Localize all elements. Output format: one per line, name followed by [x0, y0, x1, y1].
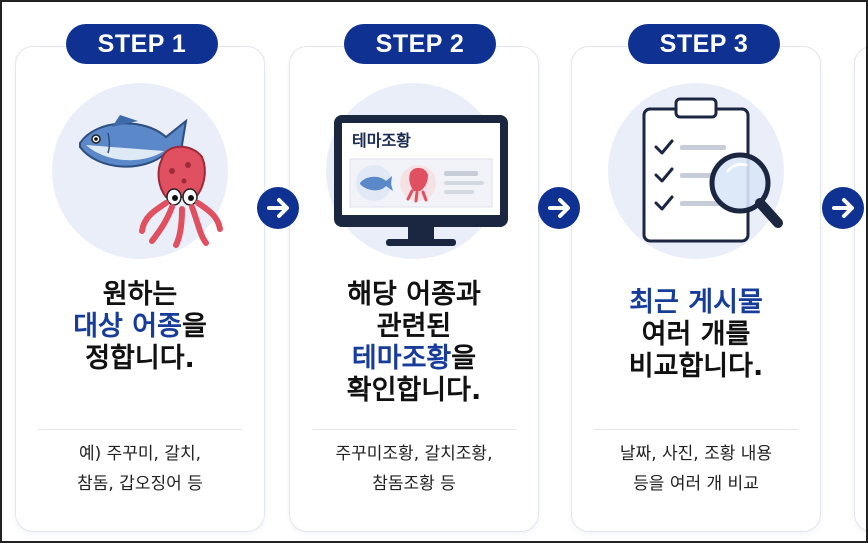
arrow-right-icon: [822, 187, 864, 229]
step-1-divider: [38, 429, 242, 430]
step-3-divider: [594, 429, 798, 430]
step-1-title-line-3: 정합니다.: [85, 343, 195, 374]
step-2-divider: [312, 429, 516, 430]
step-2-description: 주꾸미조황, 갈치조황, 참돔조황 등: [290, 439, 538, 499]
step-2-title-line-4: 확인합니다.: [346, 375, 482, 406]
step-1-description: 예) 주꾸미, 갈치, 참돔, 갑오징어 등: [16, 439, 264, 499]
step-2-desc-line-2: 참돔조황 등: [372, 474, 456, 494]
arrow-right-icon: [538, 187, 580, 229]
step-1-title-line-1: 원하는: [102, 279, 178, 310]
magnifier-icon: [709, 152, 783, 228]
step-2-badge: STEP 2: [344, 24, 496, 64]
step-3-description: 날짜, 사진, 조황 내용 등을 여러 개 비교: [572, 439, 820, 499]
step-4-card-partial: [854, 46, 866, 532]
step-2-desc-line-1: 주꾸미조황, 갈치조황,: [335, 444, 493, 464]
monitor-icon: [334, 115, 508, 246]
step-1-desc-line-1: 예) 주꾸미, 갈치,: [78, 444, 202, 464]
step-2-card: 테마조황 해당 어종과 관련된 테마조황을 확인합니다. 주꾸미조황, 갈치조황…: [289, 46, 539, 532]
step-2-title-line-1: 해당 어종과: [347, 279, 481, 310]
step-3-illustration: [642, 97, 783, 243]
step-1-title-highlight: 대상 어종: [73, 311, 182, 342]
step-3-title-line-2: 여러 개를: [641, 319, 751, 350]
fish-icon: [79, 115, 190, 170]
step-3-badge: STEP 3: [628, 24, 780, 64]
step-3-title-line-3: 비교합니다.: [628, 351, 764, 382]
step-2-title-line-2: 관련된: [376, 311, 452, 342]
step-1-title: 원하는 대상 어종을 정합니다.: [16, 279, 264, 375]
step-1-title-particle: 을: [181, 311, 207, 342]
step-1-card: 원하는 대상 어종을 정합니다. 예) 주꾸미, 갈치, 참돔, 갑오징어 등: [15, 46, 265, 532]
step-3-desc-line-2: 등을 여러 개 비교: [633, 474, 759, 494]
step-3-card: 최근 게시물 여러 개를 비교합니다. 날짜, 사진, 조황 내용 등을 여러 …: [571, 46, 821, 532]
step-2-illustration: [334, 115, 508, 246]
monitor-screen-title: 테마조황: [352, 131, 411, 150]
step-3-title: 최근 게시물 여러 개를 비교합니다.: [572, 287, 820, 383]
step-1-title-line-2: 대상 어종을: [16, 311, 264, 343]
step-2-title: 해당 어종과 관련된 테마조황을 확인합니다.: [290, 279, 538, 407]
step-2-title-line-3: 테마조황을: [290, 343, 538, 375]
squid-icon: [139, 145, 223, 248]
step-1-badge: STEP 1: [66, 24, 218, 64]
arrow-right-icon: [257, 187, 299, 229]
step-3-title-highlight: 최근 게시물: [629, 287, 763, 318]
step-3-desc-line-1: 날짜, 사진, 조황 내용: [619, 444, 773, 464]
step-2-title-particle: 을: [451, 343, 477, 374]
step-1-illustration: [79, 115, 223, 248]
step-1-desc-line-2: 참돔, 갑오징어 등: [77, 474, 203, 494]
step-2-title-highlight: 테마조황: [351, 343, 452, 374]
clipboard-checklist-icon: [642, 97, 750, 243]
